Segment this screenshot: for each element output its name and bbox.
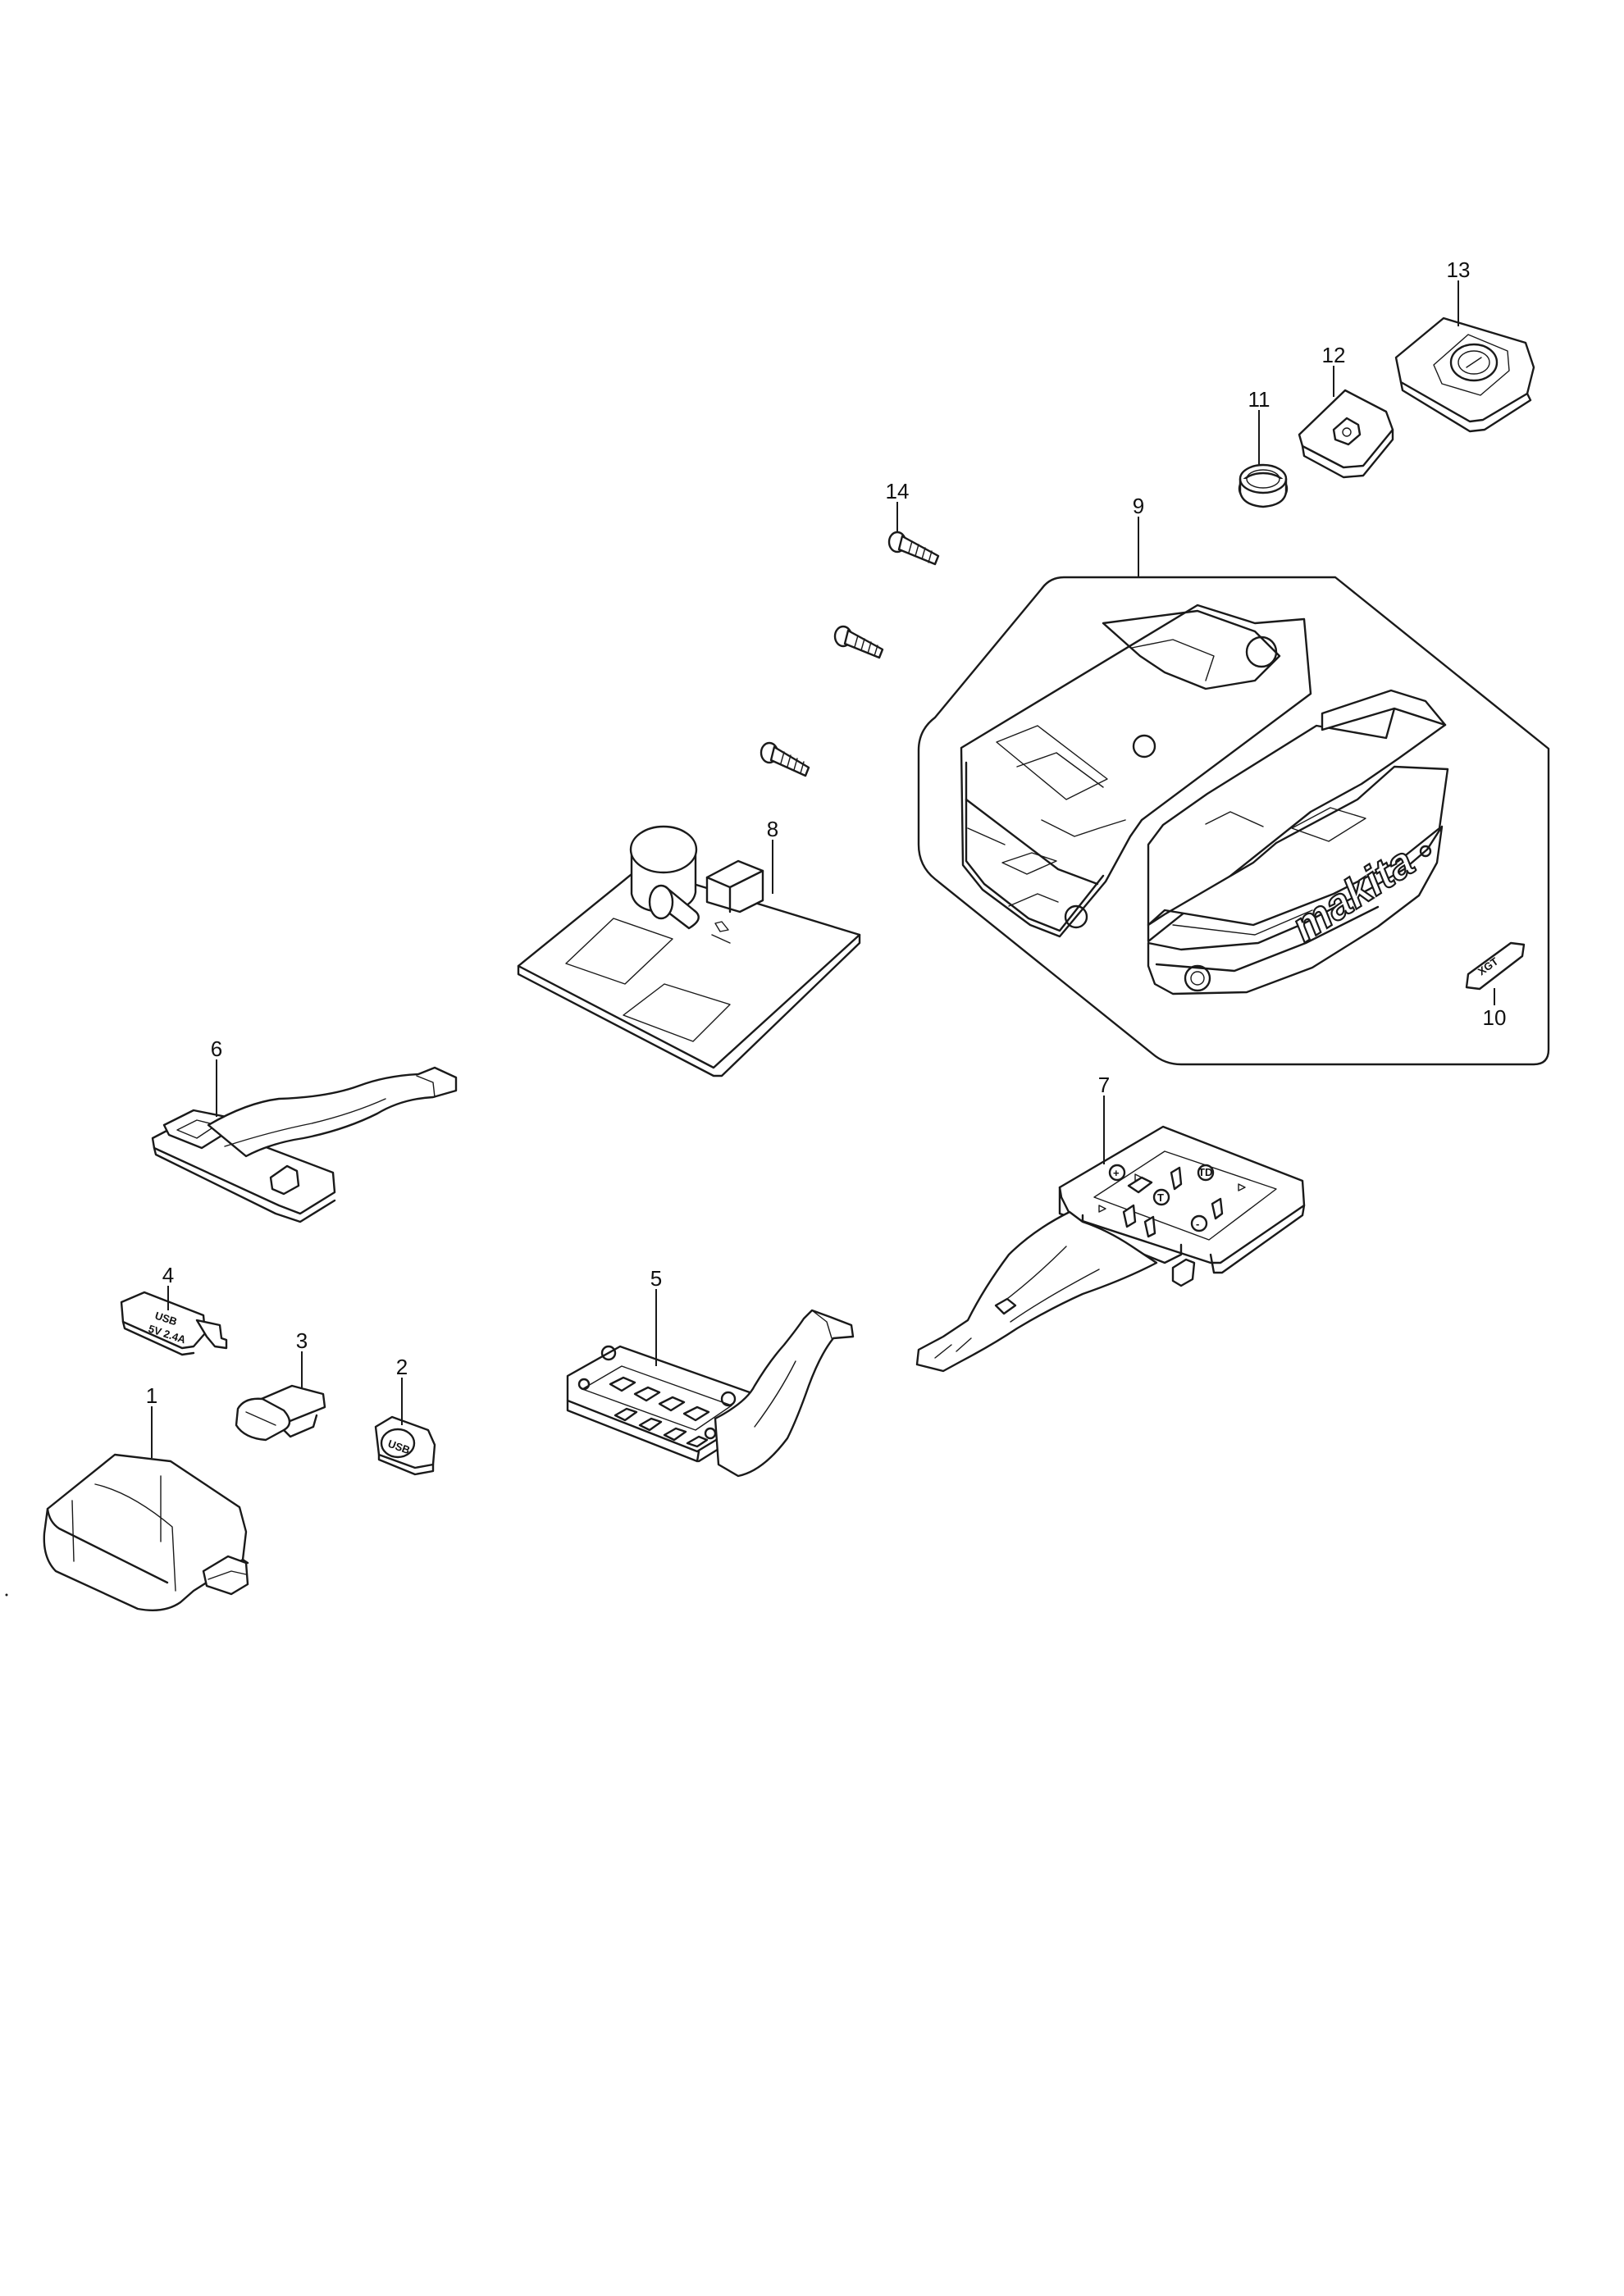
screw-3: [760, 741, 810, 777]
label-part-9: 9: [1133, 494, 1144, 518]
terminal-mark-plus: +: [1113, 1167, 1120, 1179]
stray-dot: [5, 1593, 8, 1597]
screw-1: [887, 531, 940, 566]
part-4-usb-cover: USB 5V 2.4A: [120, 1291, 228, 1356]
part-3-clip: [235, 1384, 326, 1442]
part-13-cap: [1394, 317, 1535, 433]
label-part-4: 4: [162, 1263, 174, 1287]
label-part-14: 14: [886, 479, 910, 503]
capacitor-large: [629, 825, 698, 913]
part-6-ribbon-cable: [207, 1066, 458, 1158]
terminal-marks: TD T + -: [1098, 1164, 1246, 1232]
part-1-side-cover: [43, 1453, 249, 1611]
label-part-6: 6: [211, 1036, 222, 1061]
part-12-plate: [1298, 389, 1394, 479]
part-9-housing: makita: [917, 576, 1550, 1066]
label-part-7: 7: [1098, 1073, 1110, 1097]
part-10-badge: XGT: [1465, 941, 1526, 991]
label-part-11: 11: [1248, 387, 1270, 412]
part-5-ribbon-cable: [714, 1309, 855, 1478]
part-6-port-board: [151, 1066, 458, 1223]
terminal-mark-minus: -: [1196, 1218, 1199, 1230]
screw-2: [833, 625, 884, 659]
leader-lines: [151, 280, 1495, 1458]
terminal-mark-t: T: [1157, 1191, 1164, 1204]
label-part-10: 10: [1483, 1005, 1507, 1030]
part-7-ribbon-cable: [915, 1210, 1196, 1373]
label-part-2: 2: [396, 1355, 408, 1379]
capacitor-small: [648, 884, 700, 930]
label-part-5: 5: [650, 1266, 662, 1291]
part-number-labels: 1 2 3 4 5 6 7 8 9 10 11 12 13 14: [146, 257, 1507, 1408]
part-7-terminal-block: TD T + -: [915, 1125, 1306, 1373]
part-11-grommet: [1238, 463, 1289, 508]
part-14-screws: [760, 531, 940, 777]
label-part-1: 1: [146, 1383, 157, 1408]
housing-left-half: [960, 604, 1312, 938]
relay: [705, 859, 764, 913]
part-9-frame: [917, 576, 1550, 1066]
led-windows: [609, 1376, 710, 1448]
label-part-12: 12: [1322, 343, 1346, 367]
part-5-led-indicator: [566, 1309, 855, 1478]
terminal-mark-td: TD: [1198, 1166, 1212, 1178]
label-part-13: 13: [1447, 257, 1471, 282]
part-2-usb-button: USB: [374, 1415, 436, 1476]
part-8-circuit-board: [517, 825, 861, 1077]
housing-right-half: makita: [1147, 689, 1449, 995]
label-part-8: 8: [767, 817, 778, 841]
terminal-slots: [1122, 1166, 1224, 1238]
label-part-3: 3: [296, 1328, 308, 1353]
